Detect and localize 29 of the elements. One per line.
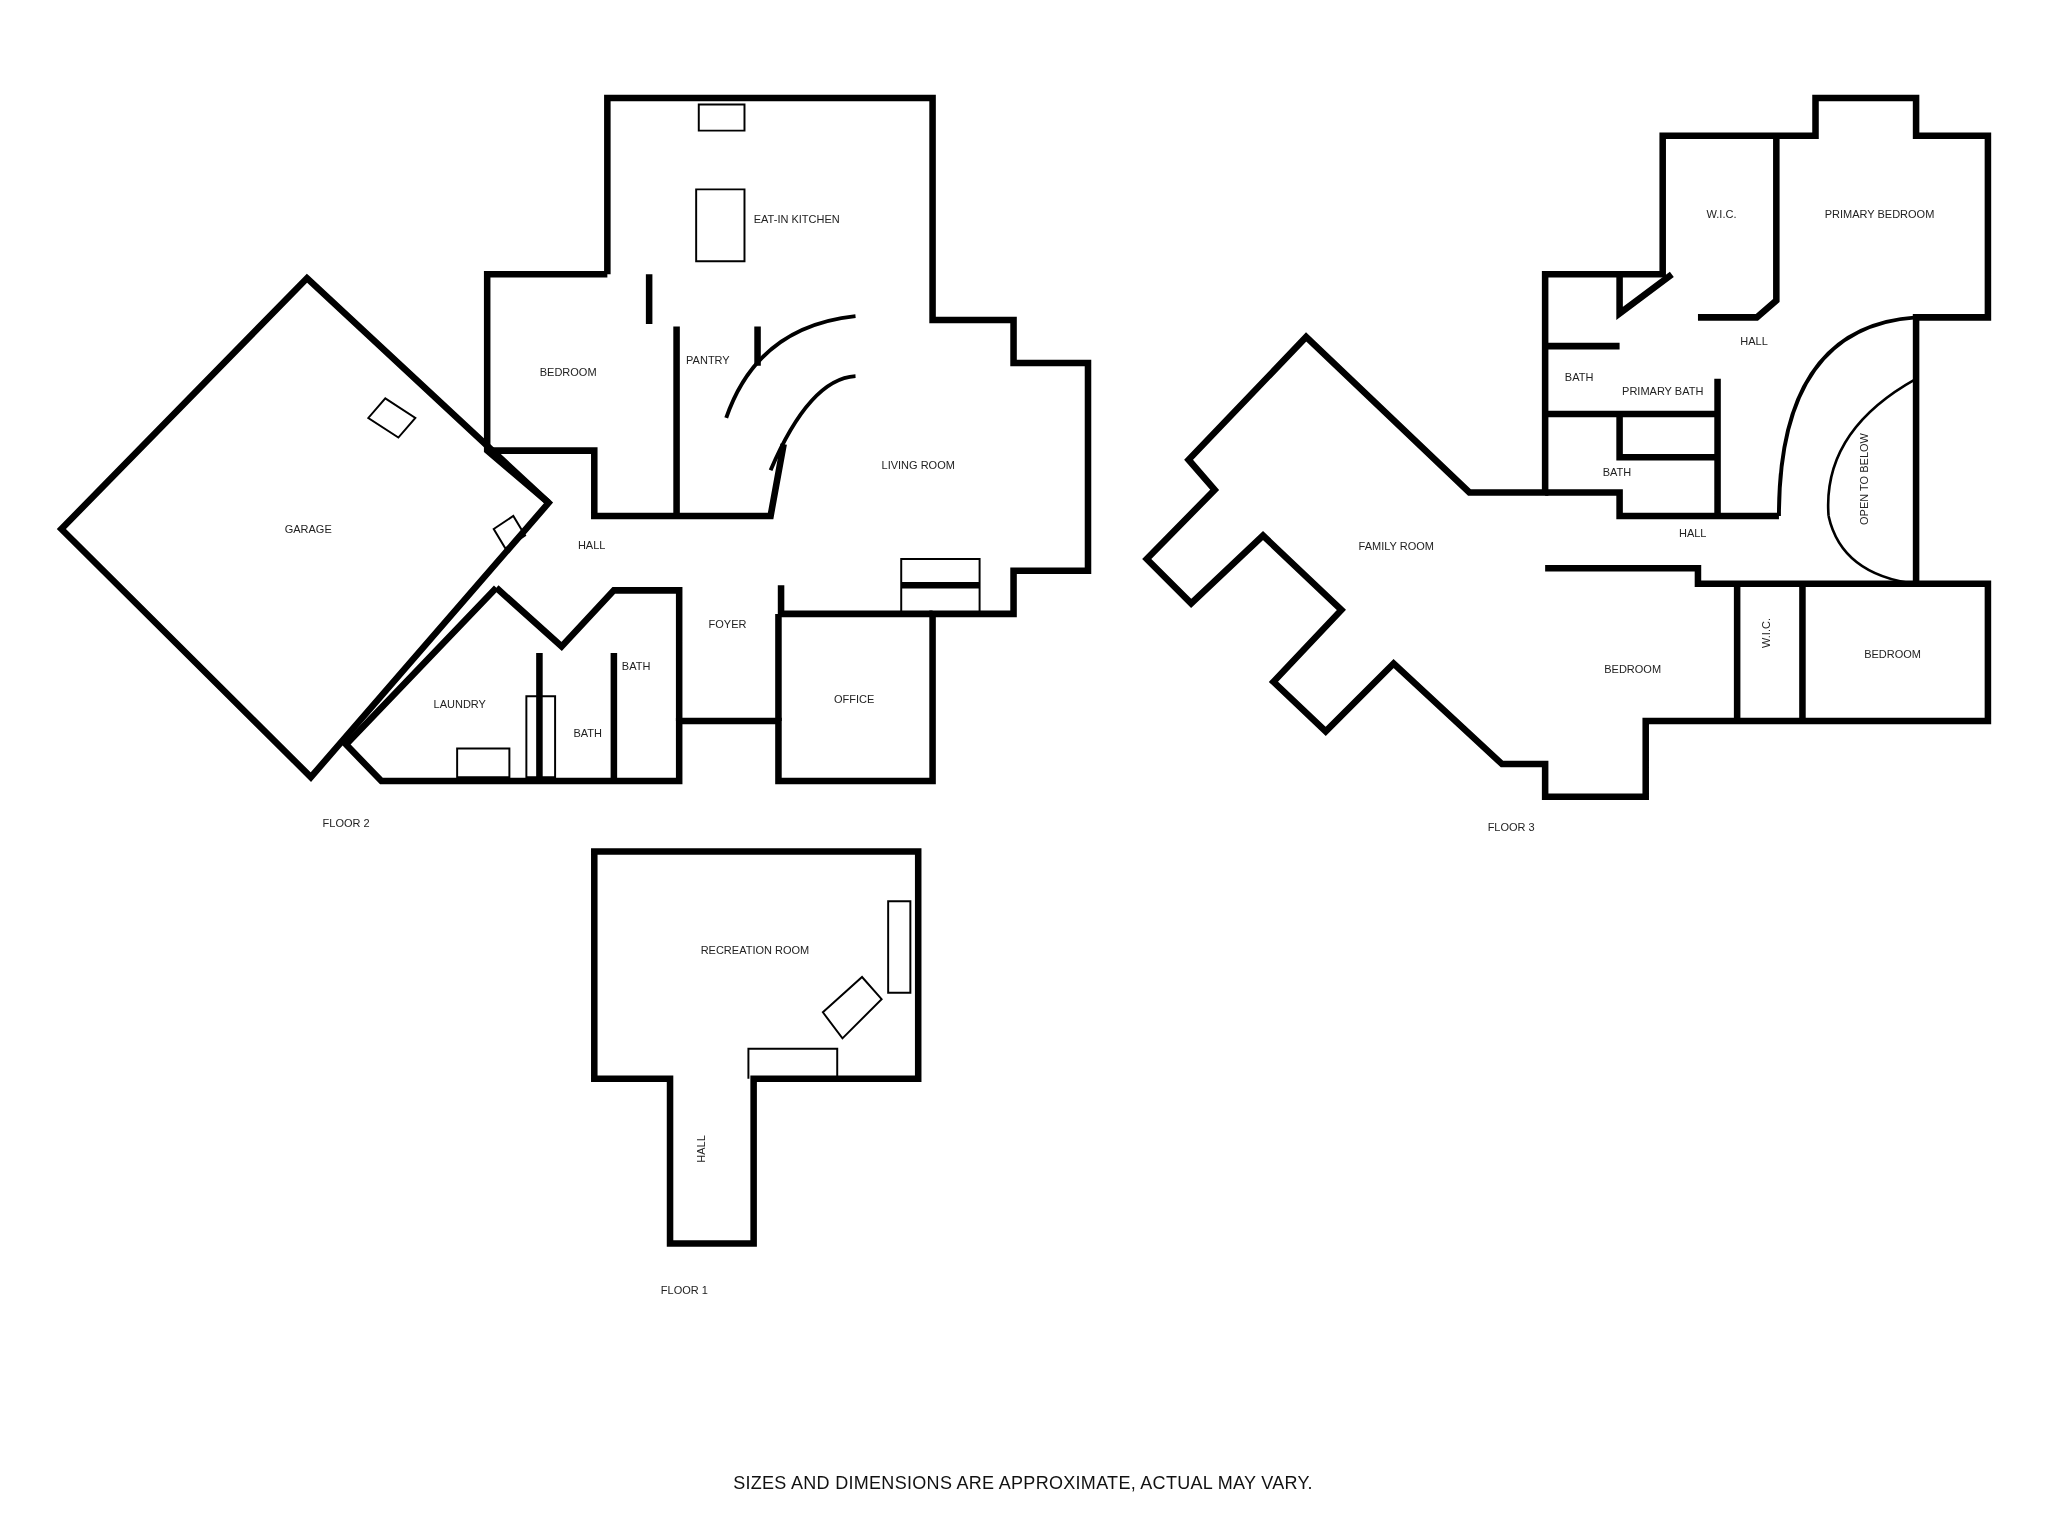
room-label: EAT-IN KITCHEN (753, 213, 840, 226)
room-label: BATH (1564, 371, 1594, 384)
room-label: W.I.C. (1706, 208, 1737, 221)
room-label: FAMILY ROOM (1358, 539, 1434, 552)
room-label: LAUNDRY (433, 698, 486, 710)
floor-label: FLOOR 3 (1487, 820, 1535, 833)
room-label: BEDROOM (1864, 648, 1921, 661)
room-label: BATH (1602, 465, 1632, 478)
room-label: HALL (695, 1135, 708, 1164)
room-label: RECREATION ROOM (700, 943, 810, 956)
room-label: PRIMARY BATH (1622, 384, 1704, 397)
room-label: BEDROOM (1604, 662, 1662, 675)
room-label: HALL (1678, 526, 1707, 539)
room-label: PANTRY (686, 354, 730, 367)
room-label: HALL (577, 538, 606, 551)
room-label: LIVING ROOM (881, 458, 955, 471)
disclaimer-caption: SIZES AND DIMENSIONS ARE APPROXIMATE, ACTUAL MAY VARY. (733, 1472, 1313, 1494)
room-label: BEDROOM (539, 366, 597, 379)
room-label: FOYER (708, 618, 747, 631)
room-label: PRIMARY BEDROOM (1824, 208, 1935, 221)
floor-label: FLOOR 2 (322, 816, 370, 829)
room-label: HALL (1740, 334, 1768, 347)
room-label: W.I.C. (1759, 618, 1772, 649)
floor-label: FLOOR 1 (660, 1284, 708, 1297)
room-label: BATH (573, 726, 602, 739)
room-label: OFFICE (834, 692, 875, 705)
room-label: GARAGE (284, 522, 332, 535)
room-label: OPEN TO BELOW (1857, 433, 1870, 526)
room-label: BATH (621, 660, 651, 673)
